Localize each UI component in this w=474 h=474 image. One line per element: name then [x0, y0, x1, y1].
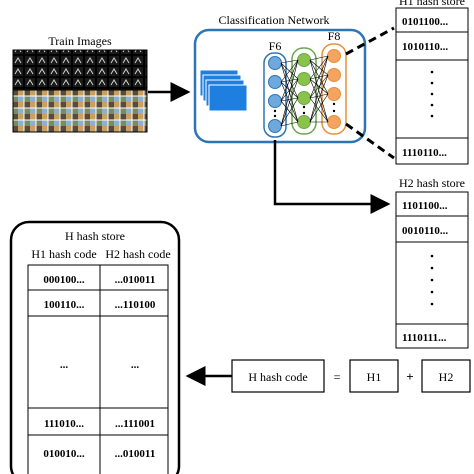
h1-hash-store [395, 7, 469, 165]
h2-box-label: H2 [439, 370, 454, 384]
h-table-row1-h2: ...010011 [115, 274, 156, 286]
h-store-table [27, 264, 169, 474]
h-table-row1-h1: 000100... [43, 274, 85, 286]
arrow-f6-to-h2-store [273, 140, 391, 214]
f8-node [327, 68, 341, 82]
f7-node [297, 115, 311, 129]
equals-sign: = [334, 370, 341, 384]
h2-store-title: H2 hash store [399, 176, 465, 190]
h-hash-store [9, 220, 181, 474]
h2-ellipsis [430, 254, 434, 306]
h-hash-code-box [231, 359, 325, 393]
train-images-collage [12, 49, 148, 133]
h2-code-2: 0010110... [402, 225, 448, 237]
f7-node [297, 53, 311, 67]
h-table-row3-h1: ... [60, 359, 69, 371]
h1-box-label: H1 [367, 370, 382, 384]
h1-code-3: 1110110... [402, 147, 447, 159]
h1-column-header: H1 hash code [31, 247, 96, 261]
h-store-title: H hash store [65, 229, 125, 243]
f6-node [268, 75, 282, 89]
h-table-row3-h2: ... [131, 359, 140, 371]
f8-label: F8 [328, 29, 341, 43]
f6-node [268, 56, 282, 70]
train-images-title: Train Images [48, 34, 112, 48]
h1-code-2: 1010110... [402, 41, 448, 53]
f8-to-h1-dashed-lines [345, 26, 395, 160]
f6-nodes [268, 56, 282, 133]
h-table-row5-h2: ...010011 [115, 448, 156, 460]
h1-box [349, 359, 399, 393]
h1-ellipsis [430, 70, 434, 118]
f6-node [268, 119, 282, 133]
h-table-row5-h1: 010010... [43, 448, 85, 460]
f7-layer [291, 47, 317, 135]
h-table-row4-h1: 111010... [44, 418, 84, 430]
h1-store-title: H1 hash store [399, 0, 465, 8]
h2-code-3: 1110111... [402, 332, 447, 344]
f7-node [297, 91, 311, 105]
f7-node [297, 72, 311, 86]
f6-node [268, 94, 282, 108]
h-table-row2-h2: ...110100 [115, 299, 156, 311]
h-table-row2-h1: 100110... [44, 299, 85, 311]
h1-code-1: 0101100... [402, 16, 448, 28]
f7-nodes [297, 53, 311, 129]
f8-node [327, 87, 341, 101]
h-hash-code-label: H hash code [248, 370, 307, 384]
h-table-row4-h2: ...111001 [115, 418, 155, 430]
h2-box [421, 359, 471, 393]
f8-nodes [327, 49, 341, 129]
feature-maps [199, 69, 248, 112]
plus-sign: + [406, 369, 413, 384]
f8-node [327, 49, 341, 63]
layer-connections [280, 55, 329, 127]
network-title: Classification Network [219, 13, 330, 27]
f8-node [327, 115, 341, 129]
h2-column-header: H2 hash code [105, 247, 170, 261]
h2-code-1: 1101100... [402, 200, 448, 212]
h2-hash-store [395, 191, 469, 349]
f6-label: F6 [269, 39, 282, 53]
